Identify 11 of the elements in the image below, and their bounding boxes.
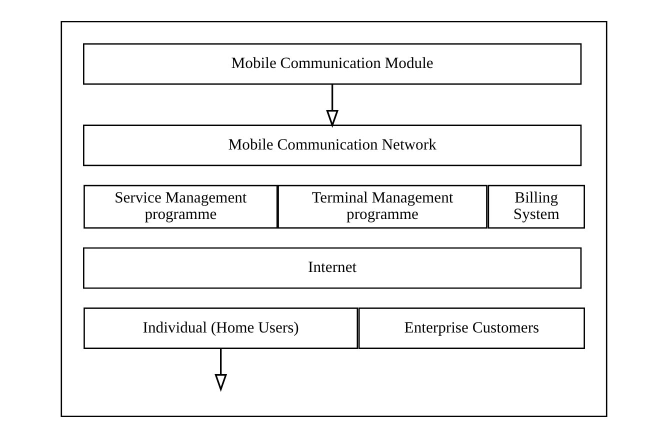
node-box: Service Management programme xyxy=(83,184,278,229)
cluster xyxy=(60,20,607,418)
node-box: Enterprise Customers xyxy=(358,308,584,349)
node-box: Terminal Management programme xyxy=(277,184,487,229)
node-box: Billing System xyxy=(487,184,584,229)
arrow xyxy=(326,84,338,128)
node-box: Individual (Home Users) xyxy=(83,308,358,349)
node-box: Internet xyxy=(82,247,582,289)
node-box: Mobile Communication Network xyxy=(82,124,582,166)
arrow xyxy=(214,348,227,392)
node-box: Mobile Communication Module xyxy=(82,43,582,85)
